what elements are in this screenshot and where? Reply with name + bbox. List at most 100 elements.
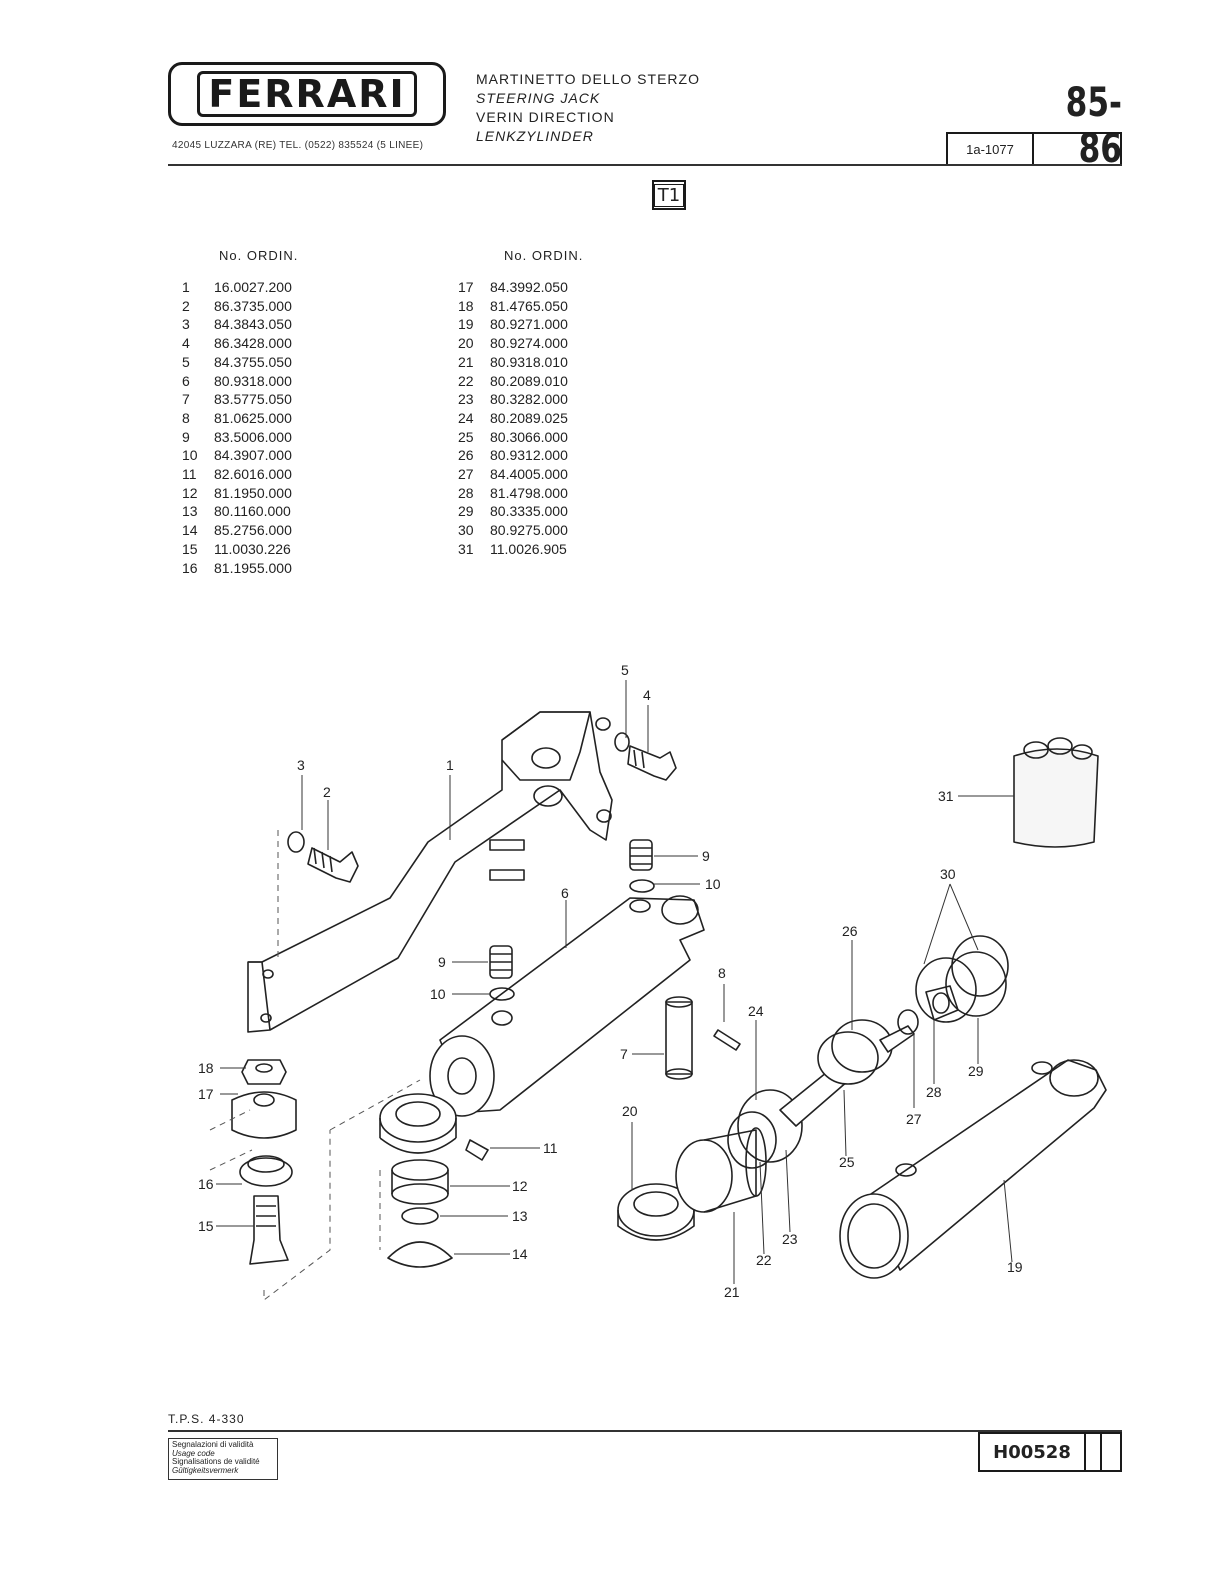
part-index: 18 <box>458 297 474 314</box>
header-divider <box>168 164 1122 166</box>
part-index: 5 <box>182 353 190 370</box>
part-index: 25 <box>458 428 474 445</box>
circlip-part-3 <box>287 831 305 853</box>
part-order-number: 85.2756.000 <box>214 522 292 539</box>
part-order-number: 84.3992.050 <box>490 279 568 295</box>
part-order-number: 80.3335.000 <box>490 503 568 520</box>
part-order-number: 11.0026.905 <box>490 540 567 557</box>
company-address: 42045 LUZZARA (RE) TEL. (0522) 835524 (5… <box>172 140 424 151</box>
callout-10-mid: 10 <box>430 986 446 1002</box>
callout-30: 30 <box>940 866 956 882</box>
part-order-number: 80.9318.000 <box>214 372 292 389</box>
callout-13: 13 <box>512 1208 528 1224</box>
callout-29: 29 <box>968 1063 984 1079</box>
grease-nipple-part-11 <box>465 1139 489 1161</box>
callout-1: 1 <box>446 757 454 773</box>
part-row: 11 82.6016.000 <box>182 465 292 484</box>
pin-part-7 <box>665 996 693 1080</box>
part-index: 23 <box>458 391 474 408</box>
part-index: 10 <box>182 447 198 464</box>
callout-22: 22 <box>756 1252 772 1268</box>
title-block: MARTINETTO DELLO STERZO STEERING JACK VE… <box>476 70 700 146</box>
part-row: 12 81.1950.000 <box>182 484 292 503</box>
part-order-number: 86.3428.000 <box>214 335 292 352</box>
piston-part-26 <box>817 1019 915 1085</box>
part-index: 12 <box>182 484 198 501</box>
part-index: 29 <box>458 503 474 520</box>
part-index: 16 <box>182 559 198 576</box>
seal-part-22 <box>727 1111 777 1169</box>
callout-27: 27 <box>906 1111 922 1127</box>
part-order-number: 84.3907.000 <box>214 447 292 464</box>
part-index: 6 <box>182 372 190 389</box>
callout-24: 24 <box>748 1003 764 1019</box>
part-row: 26 80.9312.000 <box>458 446 568 465</box>
washer-part-5 <box>614 732 630 752</box>
part-index: 3 <box>182 316 190 333</box>
seal-kit-bag-part-31 <box>1013 737 1099 848</box>
callout-31: 31 <box>938 788 954 804</box>
steering-arm-part <box>247 711 613 1033</box>
doc-box-cell-3 <box>1102 1434 1120 1470</box>
part-order-number: 81.1950.000 <box>214 484 292 501</box>
part-row: 6 80.9318.000 <box>182 372 292 391</box>
part-order-number: 80.3066.000 <box>490 428 568 445</box>
cover-part-16 <box>239 1155 293 1187</box>
usage-italian: Segnalazioni di validità <box>172 1440 254 1449</box>
title-english: STEERING JACK <box>476 90 601 106</box>
part-index: 27 <box>458 466 474 483</box>
callout-9-top: 9 <box>702 848 710 864</box>
part-index: 13 <box>182 503 198 520</box>
part-index: 7 <box>182 391 190 408</box>
part-order-number: 80.2089.010 <box>490 372 568 389</box>
part-order-number: 80.9312.000 <box>490 447 568 464</box>
part-order-number: 80.2089.025 <box>490 409 568 426</box>
document-number-box: H00528 <box>978 1432 1122 1472</box>
part-order-number: 80.9274.000 <box>490 335 568 352</box>
cotter-pin-part-8 <box>713 1029 741 1051</box>
part-order-number: 81.0625.000 <box>214 409 292 426</box>
doc-box-cell-2 <box>1086 1434 1102 1470</box>
part-order-number: 83.5006.000 <box>214 428 292 445</box>
part-row: 9 83.5006.000 <box>182 428 292 447</box>
part-order-number: 80.1160.000 <box>214 503 291 520</box>
part-order-number: 84.3843.050 <box>214 316 292 333</box>
callout-25: 25 <box>839 1154 855 1170</box>
bolt-part-4 <box>627 745 677 781</box>
part-row: 16 81.1955.000 <box>182 559 292 578</box>
callout-11: 11 <box>543 1140 558 1156</box>
part-row: 29 80.3335.000 <box>458 502 568 521</box>
callout-2: 2 <box>323 784 331 800</box>
part-index: 2 <box>182 297 190 314</box>
part-index: 11 <box>182 466 197 483</box>
footer-divider <box>168 1430 1122 1432</box>
part-order-number: 81.1955.000 <box>214 559 292 576</box>
logo-text: FERRARI <box>208 72 406 116</box>
part-order-number: 82.6016.000 <box>214 466 292 483</box>
rod-head-part-21 <box>675 1127 767 1213</box>
ferrari-logo: FERRARI <box>168 62 446 126</box>
part-index: 9 <box>182 428 190 445</box>
callout-7: 7 <box>620 1046 628 1062</box>
part-index: 17 <box>458 279 474 295</box>
section-label: T1 <box>653 183 685 207</box>
title-german: LENKZYLINDER <box>476 128 594 144</box>
callout-17: 17 <box>198 1086 214 1102</box>
part-order-number: 81.4765.050 <box>490 297 568 314</box>
callout-6: 6 <box>561 885 569 901</box>
callout-18: 18 <box>198 1060 214 1076</box>
part-index: 26 <box>458 447 474 464</box>
part-order-number: 84.3755.050 <box>214 353 292 370</box>
callout-23: 23 <box>782 1231 798 1247</box>
part-order-number: 83.5775.050 <box>214 391 292 408</box>
